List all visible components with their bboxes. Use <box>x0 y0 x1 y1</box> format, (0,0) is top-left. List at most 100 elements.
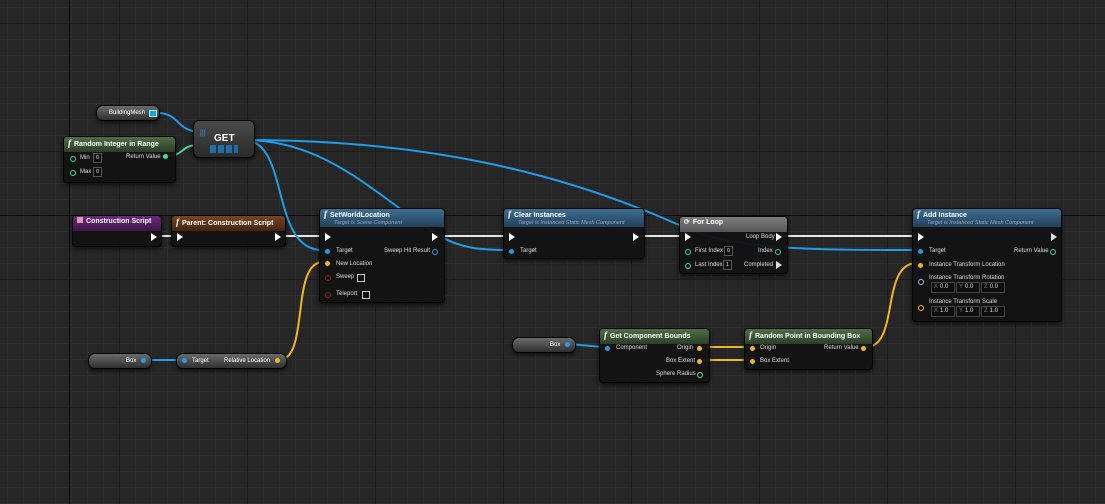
box-extent-pin[interactable] <box>750 359 755 364</box>
return-value-label: Return Value <box>824 345 859 351</box>
get-component-bounds-title: Get Component Bounds <box>610 333 691 340</box>
box-label: Box <box>126 358 137 364</box>
teleport-checkbox[interactable] <box>362 291 370 299</box>
box-variable-node-right[interactable]: Box <box>512 337 576 353</box>
parent-construction-title: Parent: Construction Script <box>182 220 274 227</box>
box-variable-node-left[interactable]: Box <box>88 353 152 369</box>
exec-output-pin[interactable] <box>151 233 157 241</box>
exec-input-pin[interactable] <box>177 233 183 241</box>
graph-origin-line-vertical <box>69 0 70 504</box>
box-extent-pin[interactable] <box>697 359 702 364</box>
transform-scale-label: Instance Transform Scale <box>929 299 998 305</box>
return-value-pin[interactable] <box>163 154 168 159</box>
building-mesh-variable-node[interactable]: BuildingMesh <box>96 105 160 121</box>
min-field[interactable]: 0 <box>93 153 103 163</box>
last-index-pin[interactable] <box>685 263 691 269</box>
component-pin[interactable] <box>605 346 610 351</box>
sphere-radius-pin[interactable] <box>697 372 703 378</box>
index-pin[interactable] <box>775 249 781 255</box>
teleport-pin[interactable] <box>325 292 331 298</box>
transform-rotation-pin[interactable] <box>918 279 924 285</box>
sweep-hit-result-label: Sweep Hit Result <box>384 248 431 254</box>
add-instance-title: Add Instance <box>923 212 967 219</box>
grid-icon: ||| <box>200 130 206 137</box>
origin-label: Origin <box>760 345 777 351</box>
relative-location-label: Relative Location <box>224 358 271 364</box>
origin-pin[interactable] <box>750 346 755 351</box>
last-index-field[interactable]: 1 <box>723 260 733 270</box>
exec-output-pin[interactable] <box>275 233 281 241</box>
exec-input-pin[interactable] <box>509 233 515 241</box>
first-index-pin[interactable] <box>685 249 691 255</box>
box-extent-label: Box Extent <box>760 358 790 364</box>
sweep-hit-result-pin[interactable] <box>432 249 438 255</box>
first-index-field[interactable]: 0 <box>724 246 734 256</box>
first-index-label: First Index <box>695 248 724 254</box>
target-pin[interactable] <box>509 249 514 254</box>
min-label: Min <box>80 155 90 161</box>
exec-input-pin[interactable] <box>325 233 331 241</box>
exec-output-pin[interactable] <box>633 233 639 241</box>
transform-scale-pin[interactable] <box>918 305 924 311</box>
transform-location-pin[interactable] <box>918 263 923 268</box>
sweep-pin[interactable] <box>325 275 331 281</box>
exec-input-pin[interactable] <box>918 233 924 241</box>
sweep-checkbox[interactable] <box>357 274 365 282</box>
target-label: Target <box>192 358 209 364</box>
target-pin[interactable] <box>325 249 330 254</box>
clear-instances-title: Clear Instances <box>514 212 566 219</box>
return-value-label: Return Value <box>1014 248 1049 254</box>
max-field[interactable]: 0 <box>93 167 103 177</box>
target-pin[interactable] <box>182 358 187 363</box>
construction-script-node[interactable]: Construction Script <box>72 215 162 247</box>
box-extent-label: Box Extent <box>666 358 696 364</box>
target-label: Target <box>336 248 353 254</box>
for-loop-node[interactable]: ⟳For Loop Loop Body First Index 0 Index … <box>679 216 788 274</box>
construction-script-header: Construction Script <box>73 216 161 231</box>
exec-input-pin[interactable] <box>685 233 691 241</box>
return-value-pin[interactable] <box>861 346 866 351</box>
target-label: Target <box>929 248 946 254</box>
get-array-node[interactable]: GET ||| <box>193 120 255 158</box>
return-value-label: Return Value <box>126 154 161 160</box>
min-pin[interactable] <box>70 156 76 162</box>
exec-output-pin[interactable] <box>432 233 438 241</box>
relative-location-pin[interactable] <box>275 358 280 363</box>
completed-pin[interactable] <box>776 261 782 269</box>
teleport-label: Teleport <box>336 291 358 297</box>
box-output-pin[interactable] <box>141 358 146 363</box>
target-pin[interactable] <box>918 249 923 254</box>
exec-output-pin[interactable] <box>1051 233 1057 241</box>
relative-location-node[interactable]: Target Relative Location <box>176 353 287 369</box>
return-value-pin[interactable] <box>1050 249 1056 255</box>
building-mesh-label: BuildingMesh <box>109 110 146 116</box>
origin-pin[interactable] <box>697 346 702 351</box>
loop-body-label: Loop Body <box>746 234 775 240</box>
component-label: Component <box>616 345 648 351</box>
building-mesh-output-pin[interactable] <box>149 110 157 117</box>
new-location-pin[interactable] <box>325 261 330 266</box>
loop-body-pin[interactable] <box>776 233 782 241</box>
max-pin[interactable] <box>70 170 76 176</box>
box-output-pin[interactable] <box>565 342 570 347</box>
target-label: Target <box>520 248 537 254</box>
